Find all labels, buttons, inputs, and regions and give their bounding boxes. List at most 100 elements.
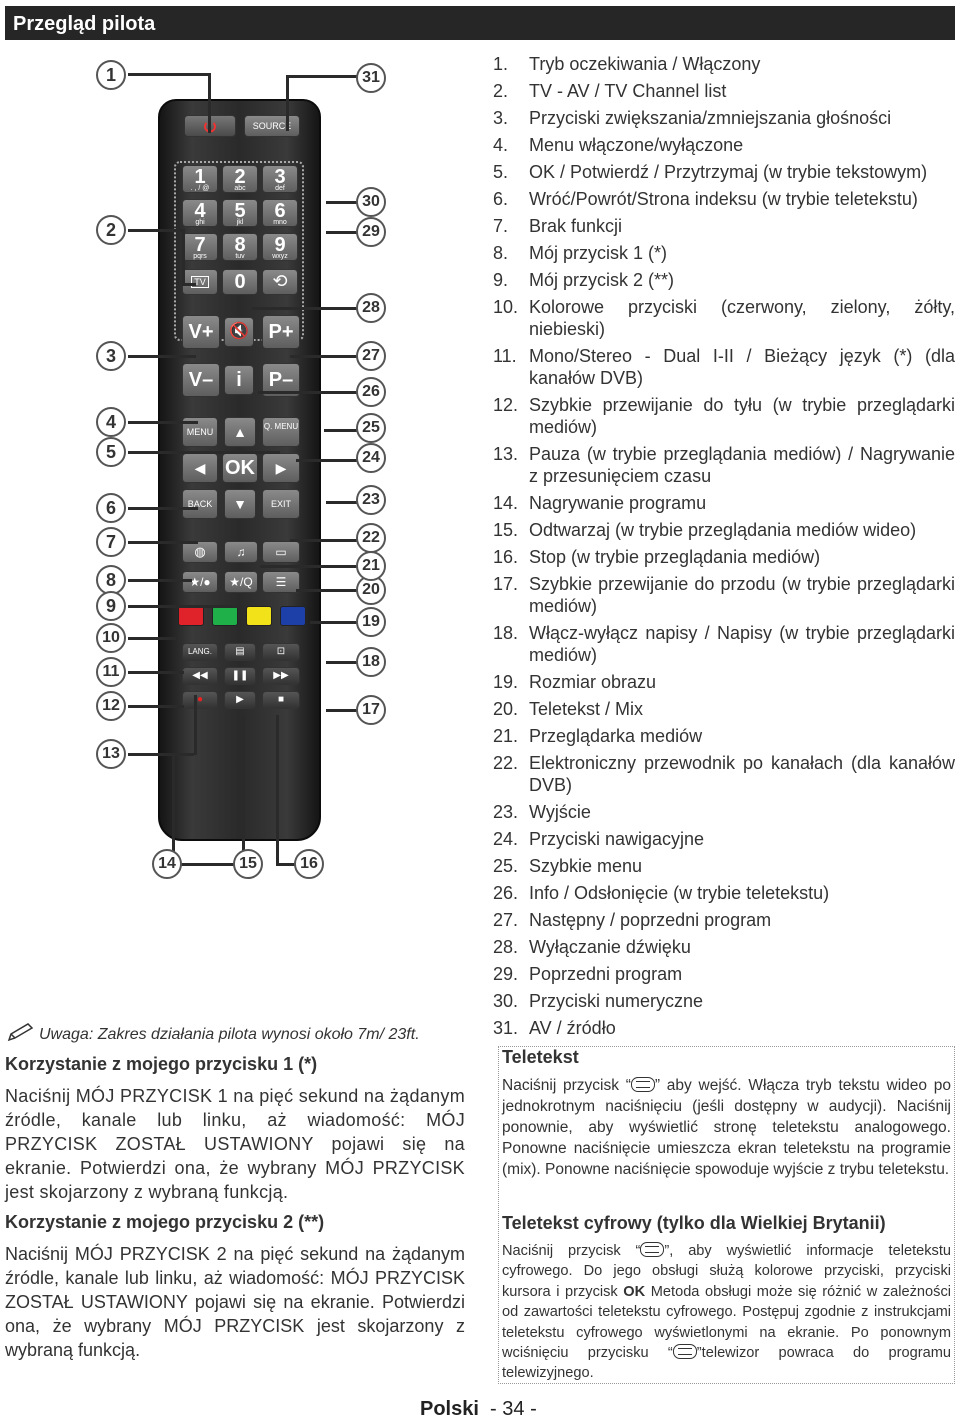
callout-31: 31	[356, 63, 386, 93]
teletext-title: Teletekst	[502, 1047, 579, 1067]
teletext-text: Naciśnij przycisk “” aby wejść. Włącza t…	[502, 1077, 952, 1178]
yellow-button	[246, 606, 272, 626]
teletext-icon	[630, 1077, 655, 1092]
page-header: Przegląd pilota	[5, 6, 955, 40]
list-item: 11.Mono/Stereo - Dual I-II / Bieżący jęz…	[493, 346, 955, 388]
rewind-button: ◀◀	[182, 667, 218, 685]
teletext-icon: ☰	[275, 575, 287, 589]
list-item: 2.TV - AV / TV Channel list	[493, 81, 727, 101]
subtitle-button: ▤	[224, 643, 256, 661]
list-item: 1.Tryb oczekiwania / Włączony	[493, 54, 761, 74]
my-button-1-title: Korzystanie z mojego przycisku 1 (*)	[5, 1054, 318, 1074]
blue-button	[280, 606, 306, 626]
list-item: 27.Następny / poprzedni program	[493, 910, 772, 930]
music-icon: ♫	[236, 545, 246, 559]
callout-28: 28	[356, 293, 386, 323]
book-icon: ▭	[275, 545, 287, 559]
nav-up-button: ▲	[224, 417, 256, 447]
callout-25: 25	[356, 413, 386, 443]
swap-icon: ⟲	[272, 271, 288, 291]
list-item: 31.AV / źródło	[493, 1018, 616, 1038]
green-button	[212, 606, 238, 626]
mute-button: 🔇	[224, 317, 254, 347]
back-button: BACK	[182, 489, 218, 519]
no-function-button: ◍	[182, 541, 218, 563]
source-label: SOURCE	[252, 121, 292, 131]
footer-language: Polski	[420, 1398, 479, 1420]
teletext-icon	[672, 1344, 697, 1360]
media-browser-button: ♫	[224, 541, 258, 563]
mute-icon: 🔇	[229, 323, 249, 340]
callout-12: 12	[96, 691, 126, 721]
num-1-button: 1. , / @	[182, 165, 218, 193]
swap-button: ⟲	[262, 269, 298, 295]
red-button	[178, 606, 204, 626]
my-button-2: ★/Q	[224, 571, 258, 593]
pause-button: ❚❚	[224, 667, 256, 685]
callout-27: 27	[356, 341, 386, 371]
exit-button: EXIT	[262, 489, 300, 519]
callout-3: 3	[96, 341, 126, 371]
callout-17: 17	[356, 695, 386, 725]
callout-11: 11	[96, 657, 126, 687]
stop-icon: ■	[277, 694, 285, 705]
teletext-section: Teletekst Naciśnij przycisk “” aby wejść…	[498, 1046, 955, 1384]
arrow-right-icon: ▶	[275, 460, 287, 476]
list-item: 19.Rozmiar obrazu	[493, 672, 657, 692]
fast-forward-button: ▶▶	[262, 667, 300, 685]
list-item: 29.Poprzedni program	[493, 964, 683, 984]
callout-2: 2	[96, 215, 126, 245]
callout-23: 23	[356, 485, 386, 515]
callout-1: 1	[96, 60, 126, 90]
nav-down-button: ▼	[224, 489, 256, 519]
teletext-icon	[640, 1242, 665, 1257]
my-button-1: ★/●	[182, 571, 218, 593]
pencil-icon	[7, 1023, 34, 1042]
callout-19: 19	[356, 607, 386, 637]
callout-18: 18	[356, 647, 386, 677]
callout-13: 13	[96, 739, 126, 769]
arrow-left-icon: ◀	[194, 460, 206, 476]
callout-7: 7	[96, 527, 126, 557]
list-item: 24.Przyciski nawigacyjne	[493, 829, 705, 849]
star-icon: ★/●	[189, 575, 211, 589]
nav-left-button: ◀	[182, 453, 218, 483]
list-item: 28.Wyłączanie dźwięku	[493, 937, 691, 957]
tv-icon: TV	[191, 276, 209, 288]
list-item: 21.Przeglądarka mediów	[493, 726, 703, 746]
my-button-2-title: Korzystanie z mojego przycisku 2 (**)	[5, 1212, 325, 1232]
pause-icon: ❚❚	[231, 670, 249, 681]
record-icon: ●	[196, 694, 204, 705]
list-item: 25.Szybkie menu	[493, 856, 643, 876]
callout-10: 10	[96, 623, 126, 653]
list-item: 7.Brak funkcji	[493, 216, 623, 236]
page-number: - 34 -	[490, 1398, 537, 1420]
list-item: 9.Mój przycisk 2 (**)	[493, 270, 675, 290]
info-button: i	[224, 365, 254, 395]
ok-button: OK	[222, 453, 258, 483]
list-item: 23.Wyjście	[493, 802, 591, 822]
note-label: Uwaga	[39, 1026, 89, 1043]
picture-size-button: ⊡	[262, 643, 300, 661]
callout-29: 29	[356, 217, 386, 247]
stop-button: ■	[262, 691, 300, 709]
num-0-button: 0	[222, 269, 258, 295]
screen-size-icon: ⊡	[276, 646, 286, 657]
list-item: 12.Szybkie przewijanie do tyłu (w trybie…	[493, 395, 955, 437]
button-function-list: 1.Tryb oczekiwania / Włączony 2.TV - AV …	[493, 53, 955, 1044]
list-item: 30.Przyciski numeryczne	[493, 991, 704, 1011]
list-item: 18.Włącz-wyłącz napisy / Napisy (w trybi…	[493, 623, 955, 665]
play-button: ▶	[224, 691, 256, 709]
list-item: 10.Kolorowe przyciski (czerwony, zielony…	[493, 297, 955, 339]
tv-button: TV	[182, 269, 218, 295]
volume-down-button: V–	[182, 363, 220, 397]
callout-26: 26	[356, 377, 386, 407]
page-title: Przegląd pilota	[13, 13, 156, 35]
list-item: 4.Menu włączone/wyłączone	[493, 135, 744, 155]
list-item: 17.Szybkie przewijanie do przodu (w tryb…	[493, 574, 955, 616]
